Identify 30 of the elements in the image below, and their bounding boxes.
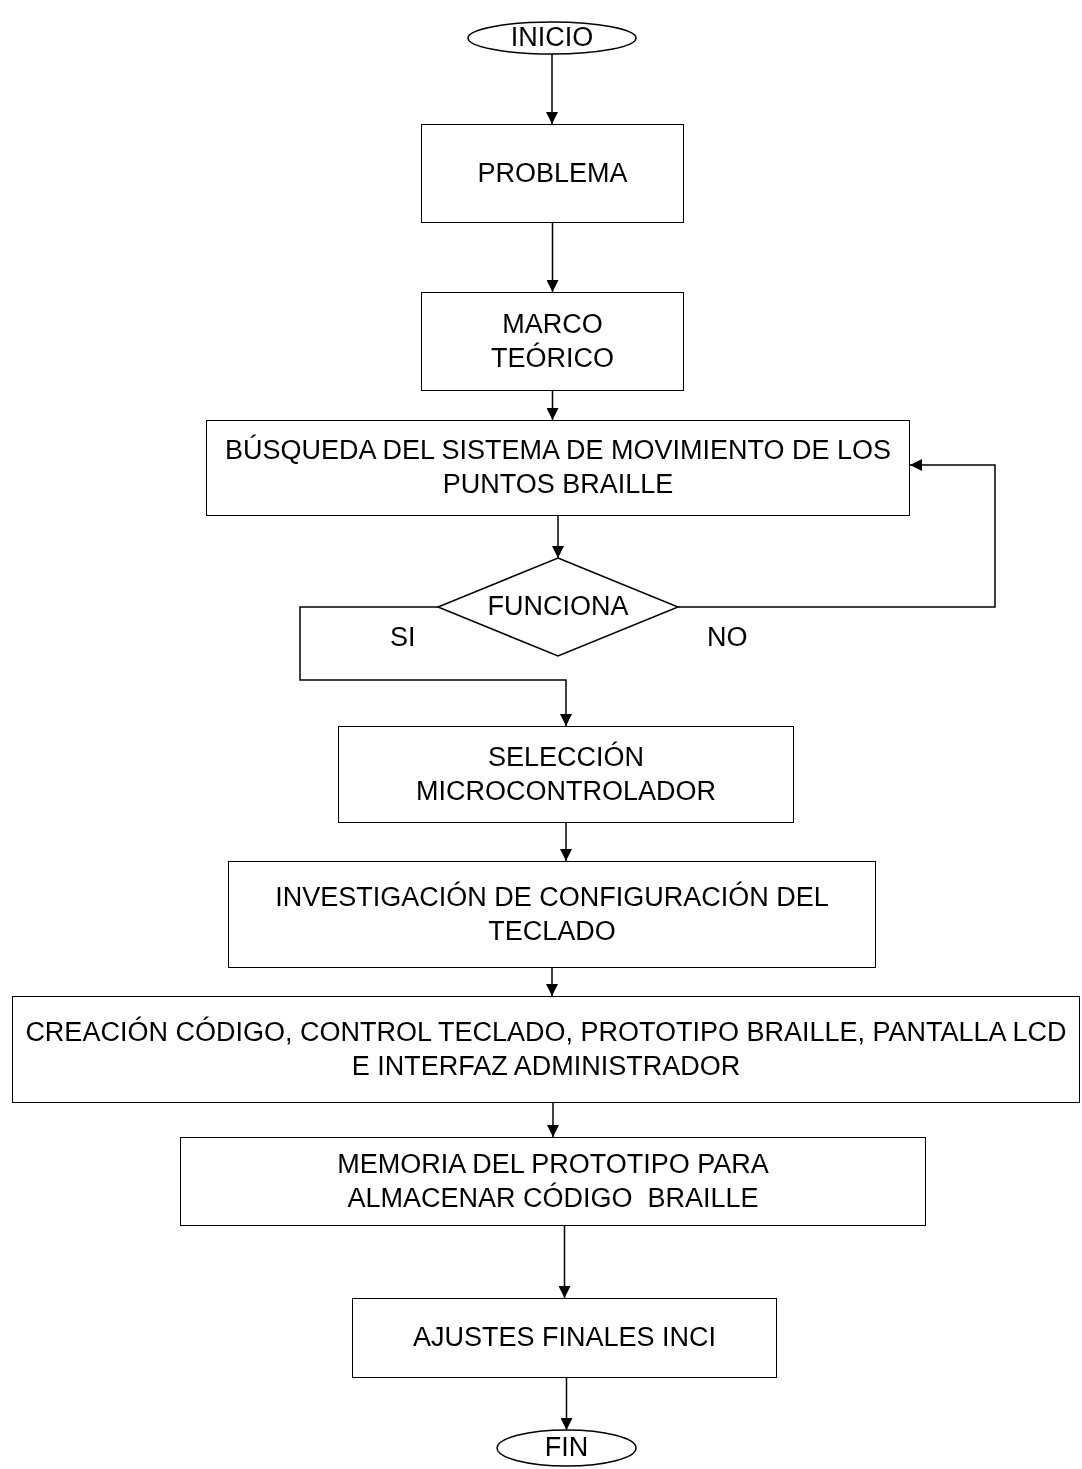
step-text: SELECCIÓN MICROCONTROLADOR [415,740,717,808]
step-text: INVESTIGACIÓN DE CONFIGURACIÓN DEL TECLADO [274,880,830,948]
process-box [421,124,684,223]
step-text: AJUSTES FINALES INCI [412,1321,717,1355]
arrow [546,53,558,125]
process-box [12,996,1080,1103]
process-box [338,726,794,823]
step-text: MEMORIA DEL PROTOTIPO PARA ALMACENAR CÓDIGO BRAILLE [336,1147,770,1215]
step-text: FUNCIONA [487,590,629,624]
arrow [299,606,572,727]
arrow [552,515,564,559]
arrow [560,822,572,862]
step-text: INICIO [510,21,594,55]
arrow [546,390,559,421]
process-box [421,292,684,391]
step-text: CREACIÓN CÓDIGO, CONTROL TECLADO, PROTOTIPO BRAILLE, PANTALLA LCD E INTERFAZ ADMINISTRADOR [24,1015,1068,1083]
step-text: FIN [544,1431,589,1465]
arrow [546,222,559,293]
process-box [206,420,910,516]
step-text: BÚSQUEDA DEL SISTEMA DE MOVIMIENTO DE LOS PUNTOS BRAILLE [223,434,893,501]
step-text: MARCO TEÓRICO [490,307,615,375]
process-box [180,1137,926,1226]
arrow [560,1377,573,1431]
step-text: PROBLEMA [477,156,628,190]
arrow [547,1102,559,1138]
process-box [228,861,876,968]
arrow [677,459,996,608]
process-box [352,1298,777,1378]
arrow [546,967,558,997]
arrow [558,1225,571,1299]
